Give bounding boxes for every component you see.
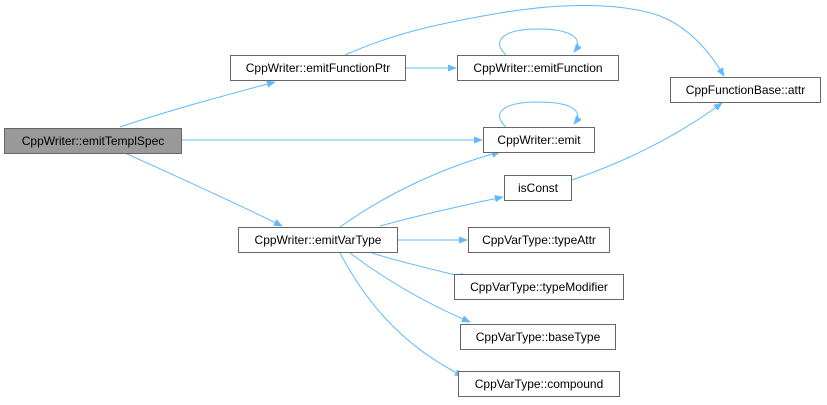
edge-emitVarType-baseType: [349, 252, 471, 323]
node-typeModifier[interactable]: CppVarType::typeModifier: [454, 274, 624, 300]
edge-emitTemplSpec-emitFunctionPtr: [119, 80, 276, 128]
edge-emitFunction-self: [499, 28, 582, 56]
node-emitTemplSpec: CppWriter::emitTemplSpec: [4, 128, 182, 154]
node-emitVarType[interactable]: CppWriter::emitVarType: [238, 227, 398, 253]
edge-emit-self: [499, 101, 582, 128]
edge-emitVarType-compound: [339, 252, 464, 377]
edge-emitFunctionPtr-attr: [344, 4, 725, 77]
node-baseType[interactable]: CppVarType::baseType: [460, 324, 616, 350]
node-emit[interactable]: CppWriter::emit: [483, 127, 595, 153]
node-attr[interactable]: CppFunctionBase::attr: [670, 77, 821, 103]
node-emitFunctionPtr[interactable]: CppWriter::emitFunctionPtr: [230, 55, 406, 81]
edge-isConst-attr: [571, 102, 723, 181]
node-isConst[interactable]: isConst: [504, 175, 572, 201]
node-emitFunction[interactable]: CppWriter::emitFunction: [457, 55, 619, 81]
node-typeAttr[interactable]: CppVarType::typeAttr: [468, 227, 610, 253]
edge-emitVarType-emit: [339, 150, 501, 228]
edge-emitVarType-isConst: [379, 195, 504, 227]
node-compound[interactable]: CppVarType::compound: [458, 371, 620, 397]
edge-emitTemplSpec-emitVarType: [124, 152, 283, 227]
